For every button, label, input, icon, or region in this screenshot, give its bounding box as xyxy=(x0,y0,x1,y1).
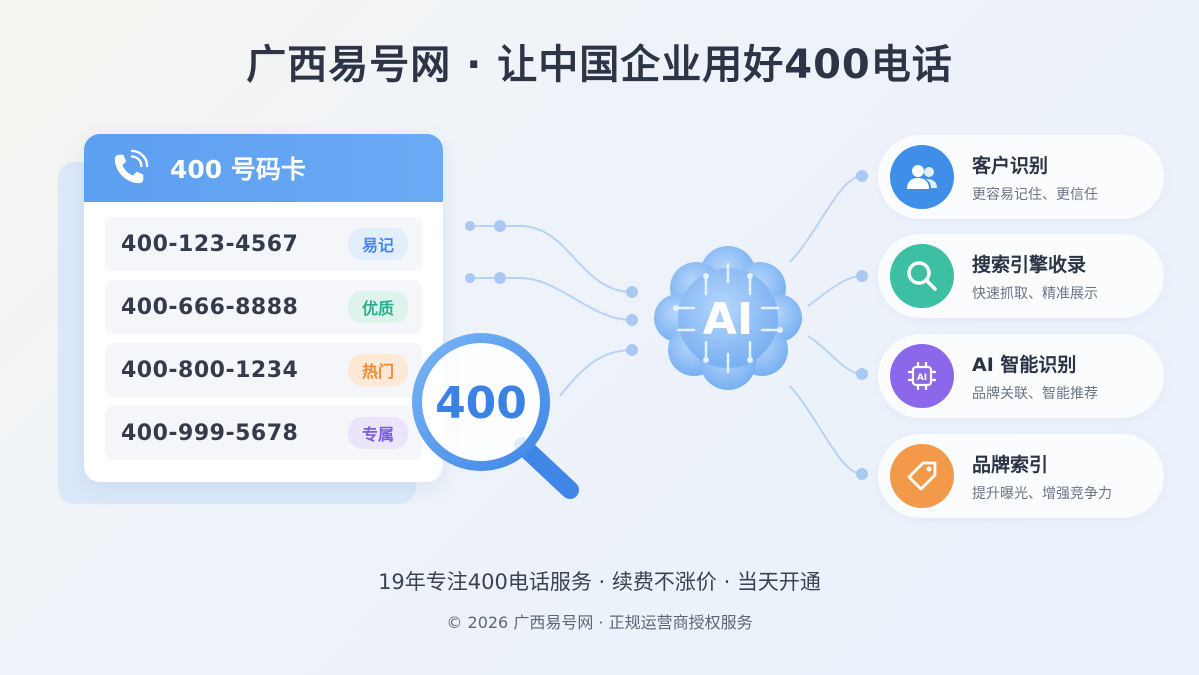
page-title: 广西易号网 · 让中国企业用好400电话 xyxy=(246,42,953,88)
card-header: 400 号码卡 xyxy=(84,134,443,202)
phone-icon xyxy=(110,148,150,188)
feature-desc: 品牌关联、智能推荐 xyxy=(972,385,1098,402)
feature-title: 客户识别 xyxy=(972,154,1049,177)
users-icon xyxy=(890,145,954,209)
feature-title: 品牌索引 xyxy=(972,453,1049,476)
number-row[interactable]: 400-800-1234 热门 xyxy=(105,343,422,397)
slogan: 19年专注400电话服务 · 续费不涨价 · 当天开通 xyxy=(378,570,821,594)
feature-desc: 快速抓取、精准展示 xyxy=(972,285,1098,302)
ai-chip-icon: AI xyxy=(890,344,954,408)
number-row[interactable]: 400-123-4567 易记 xyxy=(105,217,422,271)
feature-title: AI 智能识别 xyxy=(972,353,1077,376)
search-icon xyxy=(890,244,954,308)
chip-label: AI xyxy=(917,373,927,383)
phone-number: 400-666-8888 xyxy=(121,294,299,320)
feature-brand-index: 品牌索引 提升曝光、增强竞争力 xyxy=(878,434,1164,518)
feature-customer-recognition: 客户识别 更容易记住、更信任 xyxy=(878,135,1164,219)
phone-number: 400-800-1234 xyxy=(121,357,299,383)
number-tag: 优质 xyxy=(347,291,408,323)
feature-title: 搜索引擎收录 xyxy=(972,253,1087,276)
number-tag: 专属 xyxy=(347,417,408,449)
card-title: 400 号码卡 xyxy=(170,155,306,184)
magnifier-icon: 400 xyxy=(412,333,579,499)
feature-desc: 提升曝光、增强竞争力 xyxy=(972,485,1112,502)
feature-search-indexing: 搜索引擎收录 快速抓取、精准展示 xyxy=(878,234,1164,318)
phone-number: 400-123-4567 xyxy=(121,231,299,257)
brain-text: AI xyxy=(703,294,753,345)
number-row[interactable]: 400-999-5678 专属 xyxy=(105,406,422,460)
feature-ai-recognition: AI AI 智能识别 品牌关联、智能推荐 xyxy=(878,334,1164,418)
magnifier-text: 400 xyxy=(435,378,527,429)
phone-number: 400-999-5678 xyxy=(121,420,299,446)
number-row[interactable]: 400-666-8888 优质 xyxy=(105,280,422,334)
footer-copyright: © 2026 广西易号网 · 正规运营商授权服务 xyxy=(446,613,753,632)
tag-icon xyxy=(890,444,954,508)
number-tag: 易记 xyxy=(347,228,408,260)
feature-desc: 更容易记住、更信任 xyxy=(972,186,1098,203)
number-card: 400 号码卡 400-123-4567 易记 400-666-8888 优质 … xyxy=(84,134,443,482)
number-tag: 热门 xyxy=(347,354,408,386)
ai-brain-icon: AI xyxy=(654,246,802,390)
